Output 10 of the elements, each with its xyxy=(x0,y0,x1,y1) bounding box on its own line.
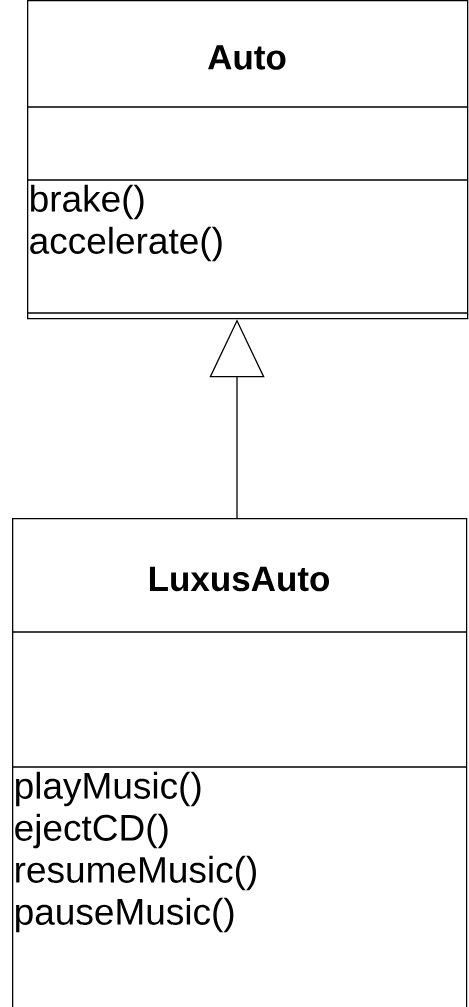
class-box xyxy=(26,0,469,320)
method-text: accelerate() xyxy=(30,226,222,262)
method-text: brake() xyxy=(31,184,144,220)
method-text: pauseMusic() xyxy=(16,897,234,933)
class-name: Auto xyxy=(208,45,286,70)
class-box xyxy=(11,518,468,1007)
class-name: LuxusAuto xyxy=(149,566,329,592)
method-text: ejectCD() xyxy=(15,813,168,849)
method-text: playMusic() xyxy=(16,771,201,807)
method-text: resumeMusic() xyxy=(16,855,256,891)
